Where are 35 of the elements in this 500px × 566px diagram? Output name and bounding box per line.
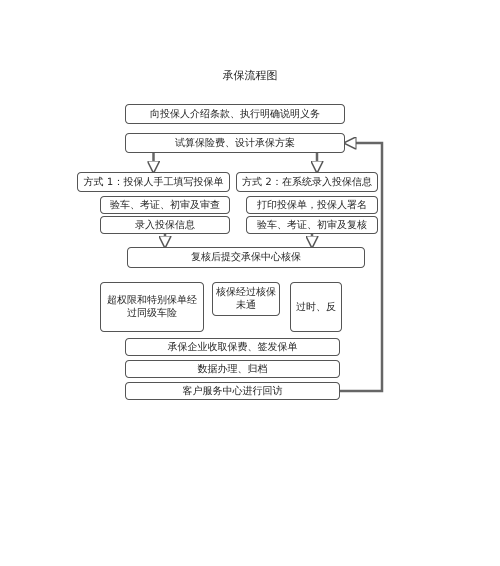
process-box: [290, 282, 342, 332]
process-box: [246, 196, 378, 214]
arrow: [310, 153, 324, 174]
box-label: 超权限和特别保单经过同级车险: [106, 294, 198, 320]
process-box: [125, 338, 340, 356]
process-box: [127, 247, 365, 268]
box-label: 方式 2：在系统录入投保信息: [242, 176, 372, 188]
process-box: [125, 133, 345, 153]
process-box: [77, 172, 230, 192]
process-box: [125, 382, 340, 400]
process-box: [236, 172, 378, 192]
arrow: [158, 234, 172, 249]
process-box: [100, 196, 230, 214]
box-label: 核保经过核保未通: [216, 286, 276, 312]
arrow: [305, 234, 319, 249]
box-label: 验车、考证、初审及复核: [257, 218, 367, 232]
process-box: [100, 216, 230, 234]
box-label: 客户服务中心进行回访: [182, 384, 282, 398]
process-box: [246, 216, 378, 234]
box-label: 试算保险费、设计承保方案: [175, 136, 295, 150]
process-box: [100, 282, 204, 332]
process-box: [125, 360, 340, 378]
box-label: 向投保人介绍条款、执行明确说明义务: [150, 108, 320, 120]
arrow: [340, 136, 384, 392]
box-label: 验车、考证、初审及审查: [110, 198, 220, 212]
box-label: 承保企业收取保费、签发保单: [168, 340, 298, 354]
box-label: 打印投保单，投保人署名: [257, 198, 367, 212]
box-label: 方式 1：投保人手工填写投保单: [84, 176, 224, 188]
box-label: 数据办理、归档: [198, 362, 268, 376]
box-label: 复核后提交承保中心核保: [191, 251, 301, 264]
box-label: 录入投保信息: [135, 218, 195, 232]
diagram-title: 承保流程图: [222, 68, 278, 83]
arrow: [146, 153, 160, 174]
box-label: 过时、反: [296, 300, 336, 314]
process-box: [125, 104, 345, 124]
